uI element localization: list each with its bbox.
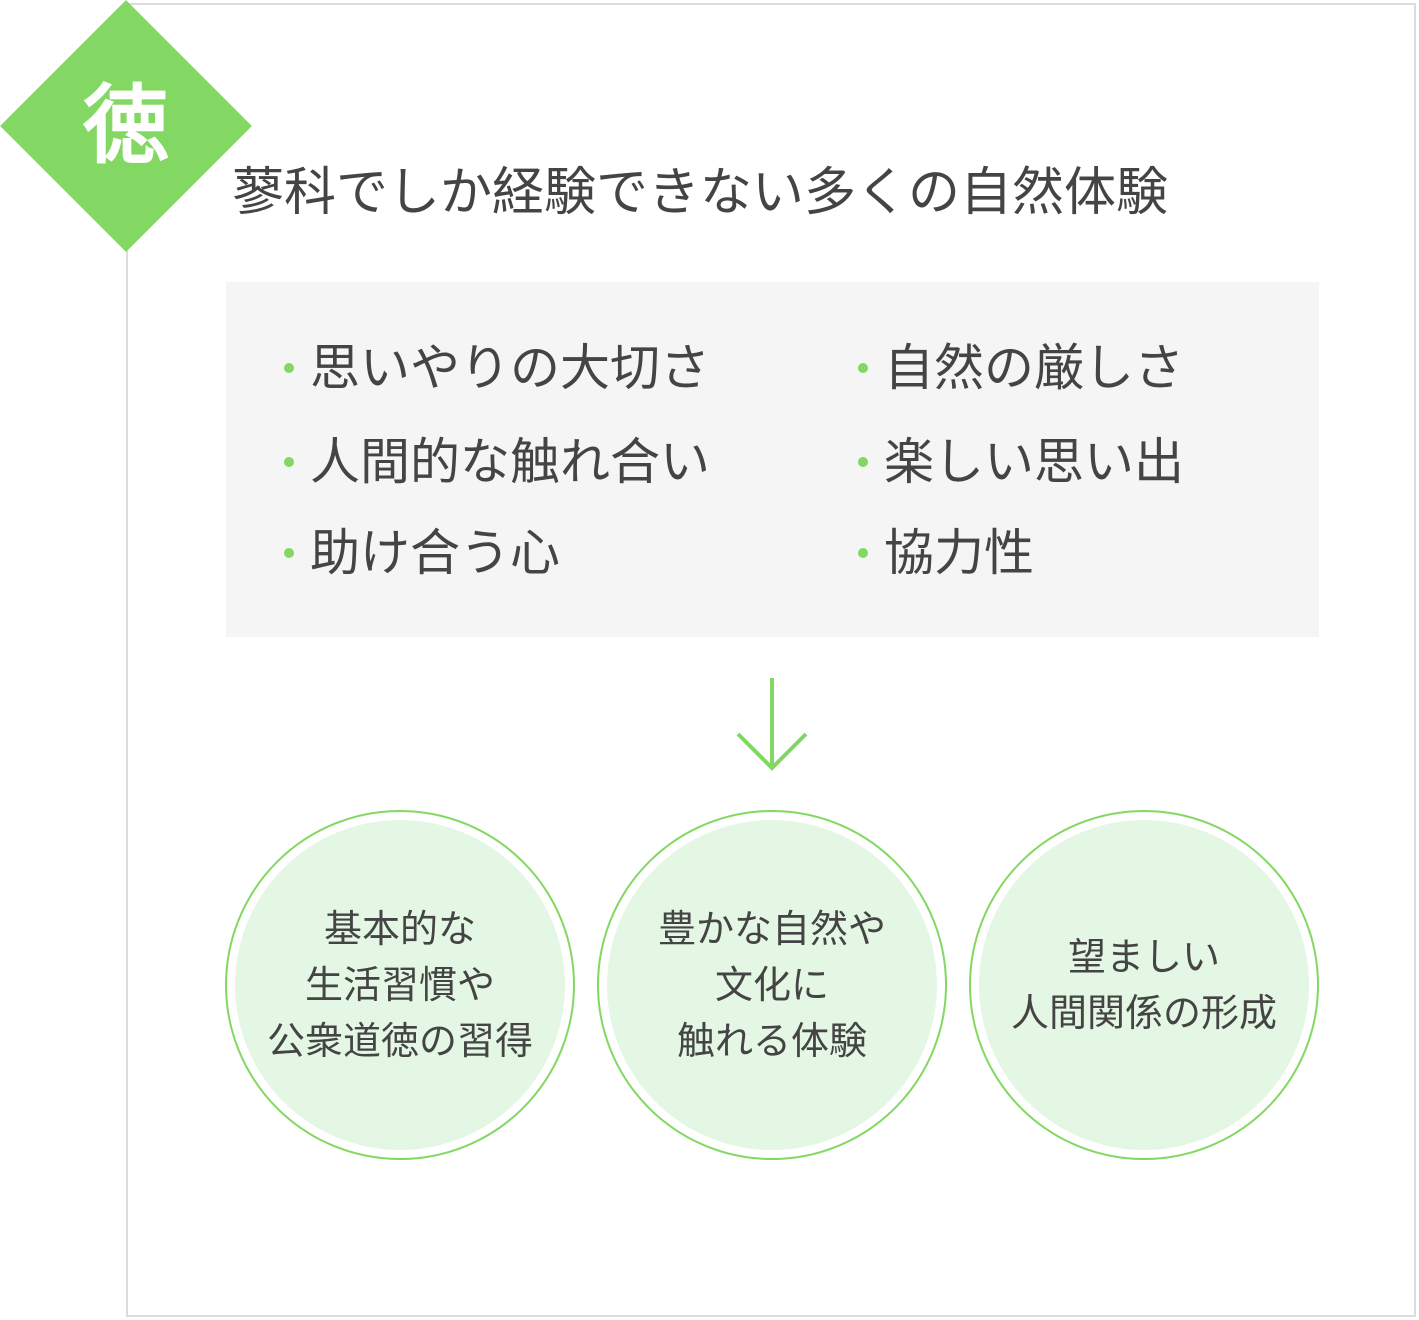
outcome-text: 基本的な <box>323 907 476 951</box>
outcome-text: 豊かな自然や <box>657 907 886 951</box>
list-item: 楽しい思い出 <box>858 432 1184 492</box>
section-title: 蓼科でしか経験できない多くの自然体験 <box>232 163 1169 223</box>
list-item-text: 協力性 <box>884 524 1034 582</box>
bullet-icon <box>858 362 868 373</box>
outcome-text: 触れる体験 <box>676 1019 867 1063</box>
bullet-icon <box>284 547 294 558</box>
content-frame <box>126 3 1416 1317</box>
outcome-text: 文化に <box>714 963 829 1007</box>
outcome-text: 公衆道徳の習得 <box>266 1019 533 1063</box>
outcome-text: 望ましい <box>1067 935 1220 979</box>
list-item-text: 助け合う心 <box>310 524 560 582</box>
list-item: 思いやりの大切さ <box>284 338 710 398</box>
badge-label: 徳 <box>83 75 169 176</box>
list-item-text: 自然の厳しさ <box>884 339 1184 397</box>
list-item: 人間的な触れ合い <box>284 432 710 492</box>
bullet-icon <box>858 547 868 558</box>
bullet-icon <box>858 456 868 467</box>
experience-list-box <box>226 282 1319 637</box>
list-item: 助け合う心 <box>284 523 560 583</box>
list-item: 自然の厳しさ <box>858 338 1184 398</box>
outcome-circle: 望ましい 人間関係の形成 <box>969 810 1319 1160</box>
outcome-circle: 基本的な 生活習慣や 公衆道徳の習得 <box>225 810 575 1160</box>
list-item-text: 思いやりの大切さ <box>310 339 710 397</box>
list-item-text: 楽しい思い出 <box>884 433 1184 491</box>
outcome-text: 人間関係の形成 <box>1010 991 1277 1035</box>
arrow-down-icon <box>736 678 808 771</box>
bullet-icon <box>284 362 294 373</box>
bullet-icon <box>284 456 294 467</box>
list-item: 協力性 <box>858 523 1034 583</box>
outcome-circle: 豊かな自然や 文化に 触れる体験 <box>597 810 947 1160</box>
outcome-text: 生活習慣や <box>304 963 495 1007</box>
list-item-text: 人間的な触れ合い <box>310 433 710 491</box>
